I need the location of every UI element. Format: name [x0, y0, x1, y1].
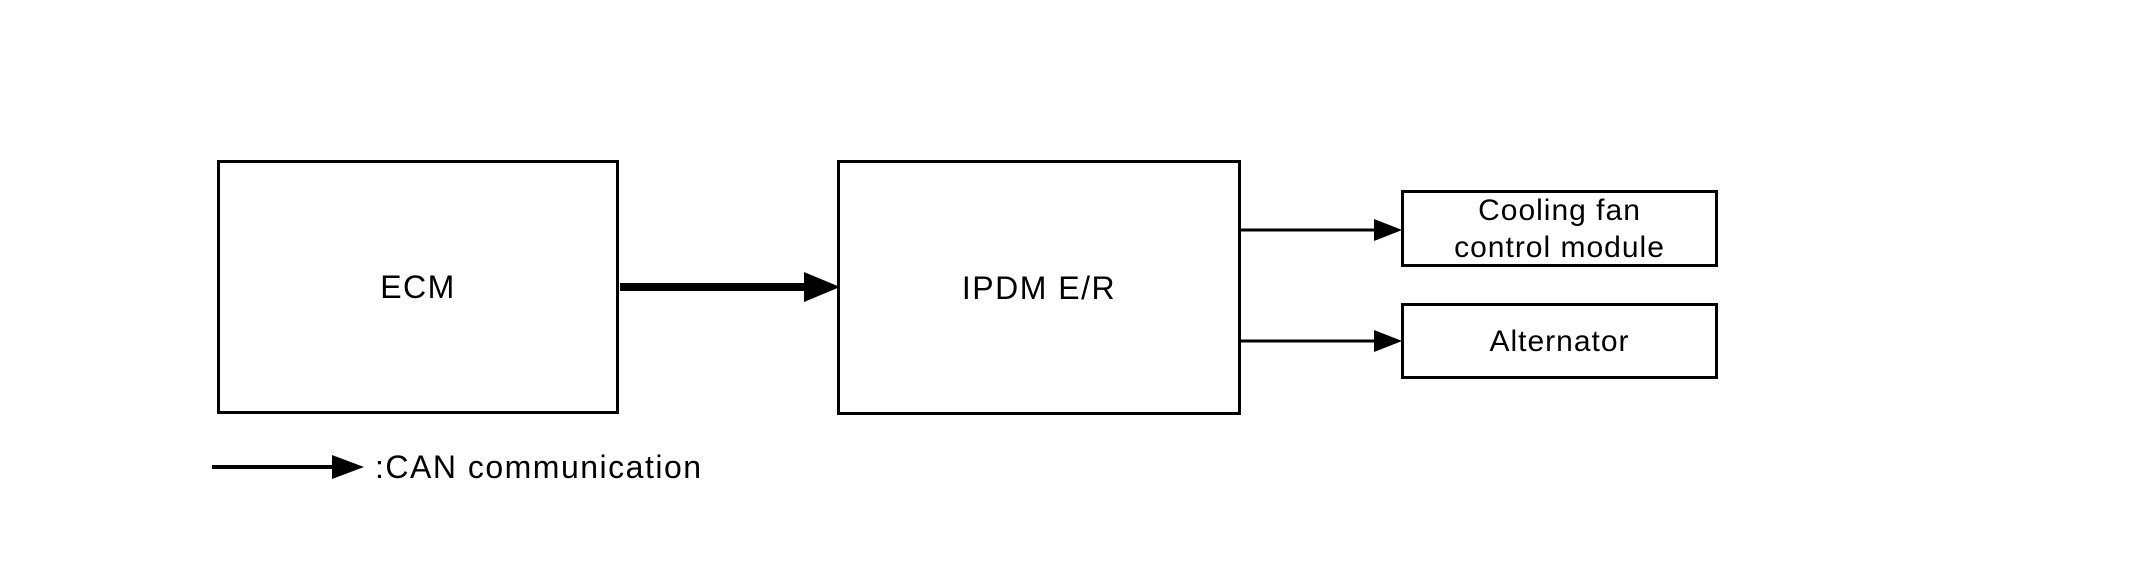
node-ecm: ECM	[217, 160, 619, 414]
node-cooling-fan-control-module: Cooling fan control module	[1401, 190, 1718, 267]
node-ipdm-er-label: IPDM E/R	[961, 269, 1117, 306]
node-alternator-label: Alternator	[1489, 324, 1630, 358]
node-cooling-fan-label: Cooling fan control module	[1454, 193, 1665, 264]
node-alternator: Alternator	[1401, 303, 1718, 379]
legend-can-communication: :CAN communication	[375, 449, 703, 485]
node-ecm-label: ECM	[380, 269, 456, 305]
node-ipdm-er: IPDM E/R	[837, 160, 1241, 415]
arrow-ipdm-to-cooling-fan	[1241, 219, 1402, 241]
legend-arrow-icon	[212, 455, 364, 479]
arrow-ipdm-to-alternator	[1241, 330, 1402, 352]
can-arrow-ecm-to-ipdm	[620, 272, 840, 302]
